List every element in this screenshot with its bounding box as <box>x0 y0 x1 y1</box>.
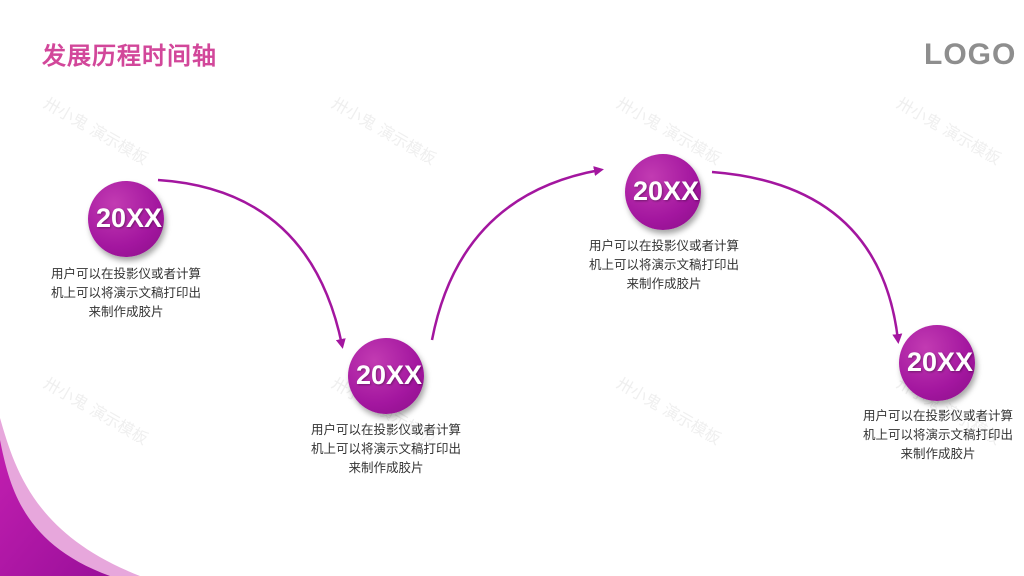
timeline-node-2: 20XX <box>348 338 424 414</box>
logo: LOGO <box>924 38 1017 71</box>
timeline-description-2: 用户可以在投影仪或者计算机上可以将演示文稿打印出来制作成胶片 <box>310 422 461 475</box>
decorative-wave <box>0 440 110 576</box>
timeline-year: 20XX <box>633 175 700 206</box>
timeline-year: 20XX <box>907 346 974 377</box>
timeline-node-4: 20XX <box>899 325 975 401</box>
timeline-description-4: 用户可以在投影仪或者计算机上可以将演示文稿打印出来制作成胶片 <box>862 408 1013 461</box>
timeline-description-3: 用户可以在投影仪或者计算机上可以将演示文稿打印出来制作成胶片 <box>588 238 739 291</box>
arrow-3-to-4 <box>711 170 903 344</box>
timeline-node-3: 20XX <box>625 154 701 230</box>
timeline-year: 20XX <box>96 202 163 233</box>
arrow-1-to-2 <box>157 178 346 349</box>
timeline-description-1: 用户可以在投影仪或者计算机上可以将演示文稿打印出来制作成胶片 <box>50 266 201 319</box>
slide-title: 发展历程时间轴 <box>42 42 217 70</box>
arrow-2-to-3 <box>430 166 604 341</box>
timeline-year: 20XX <box>356 359 423 390</box>
timeline-node-1: 20XX <box>88 181 164 257</box>
